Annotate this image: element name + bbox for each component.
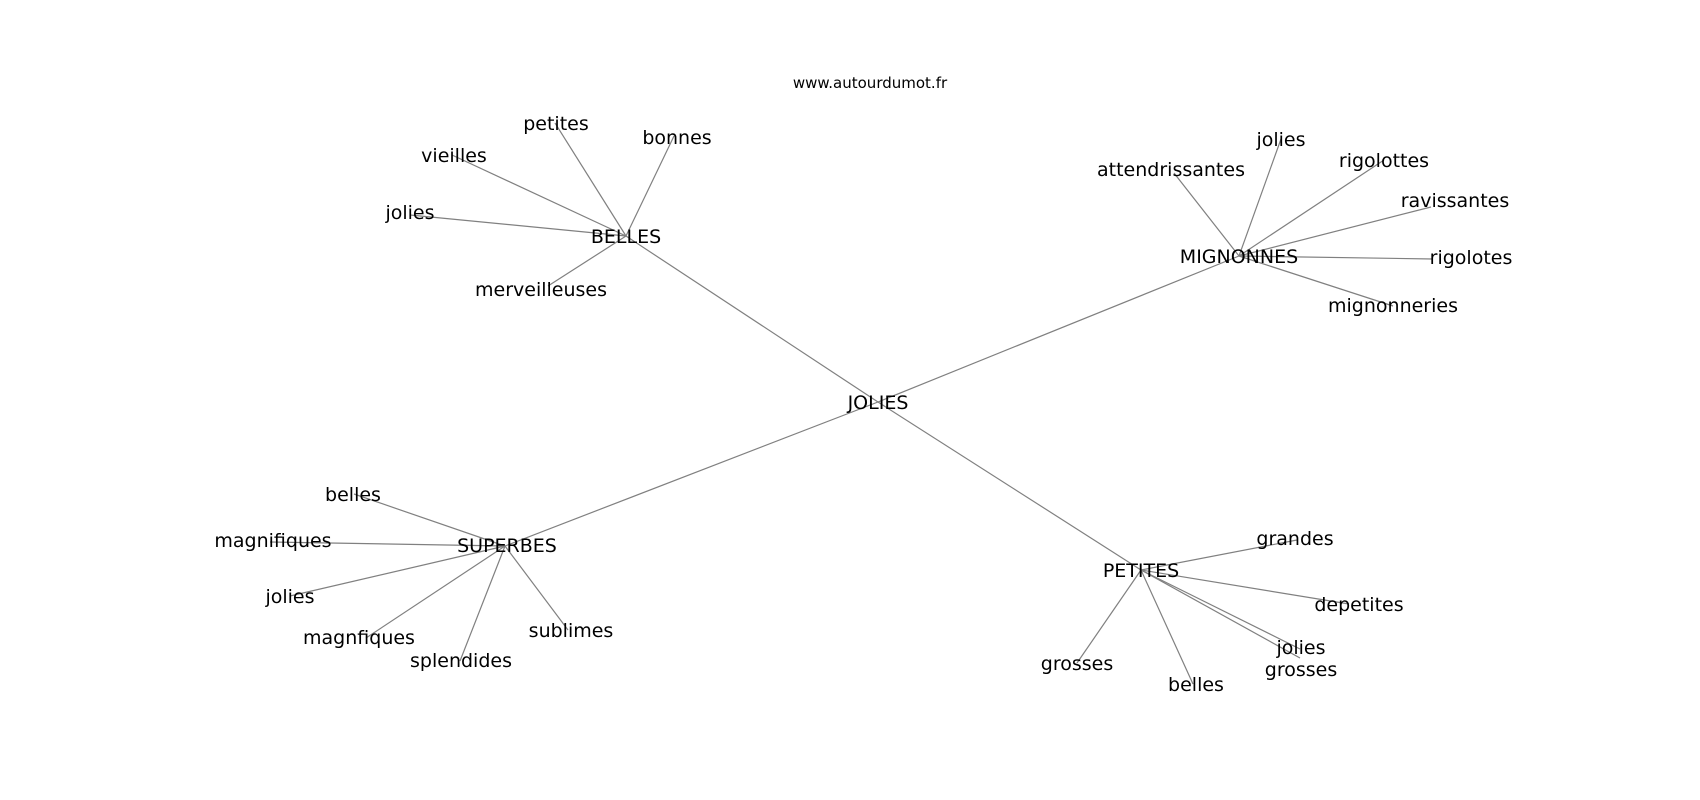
leaf-word-label: rigolotes xyxy=(1430,247,1513,269)
edge-belles_c-3 xyxy=(409,214,627,237)
leaf-word-label: depetites xyxy=(1314,594,1403,616)
edge-center-mignonnes_c xyxy=(877,255,1240,403)
edges-layer xyxy=(269,122,1434,685)
edge-mignonnes_c-0 xyxy=(1173,172,1240,257)
leaf-word-label: bonnes xyxy=(642,127,711,149)
leaf-word-label: belles xyxy=(1168,674,1224,696)
edge-mignonnes_c-5 xyxy=(1238,255,1394,307)
cluster-node-label: PETITES xyxy=(1103,560,1179,582)
leaf-word-label: rigolottes xyxy=(1339,150,1429,172)
edge-petites_c-1 xyxy=(1140,569,1350,605)
leaf-word-label: jolies xyxy=(1255,129,1305,151)
edge-belles_c-4 xyxy=(547,235,627,287)
edge-superbes_c-5 xyxy=(504,545,569,631)
leaf-word-label: grosses xyxy=(1265,659,1337,681)
edge-center-superbes_c xyxy=(504,401,879,547)
edge-petites_c-4 xyxy=(1140,569,1194,685)
edge-center-petites_c xyxy=(877,401,1142,571)
leaf-word-label: ravissantes xyxy=(1401,190,1510,212)
cluster-node-label: BELLES xyxy=(591,226,661,248)
edge-belles_c-2 xyxy=(451,154,627,237)
edge-belles_c-1 xyxy=(625,135,675,237)
edge-petites_c-2 xyxy=(1140,569,1301,650)
leaf-word-label: jolies xyxy=(384,202,434,224)
edge-mignonnes_c-1 xyxy=(1238,138,1282,257)
cluster-node-label: SUPERBES xyxy=(457,535,557,557)
leaf-word-label: jolies xyxy=(264,586,314,608)
leaf-word-label: belles xyxy=(325,484,381,506)
edge-mignonnes_c-3 xyxy=(1238,206,1432,257)
leaf-word-label: sublimes xyxy=(529,620,614,642)
leaf-word-label: mignonneries xyxy=(1328,295,1458,317)
center-node-label: JOLIES xyxy=(847,392,909,414)
cluster-node-label: MIGNONNES xyxy=(1180,246,1298,268)
edge-belles_c-0 xyxy=(554,122,627,237)
edge-superbes_c-0 xyxy=(353,493,506,547)
edge-superbes_c-4 xyxy=(459,545,506,662)
leaf-word-label: grandes xyxy=(1256,528,1333,550)
leaf-word-label: petites xyxy=(523,113,589,135)
edge-mignonnes_c-4 xyxy=(1238,255,1434,260)
edge-petites_c-0 xyxy=(1140,539,1298,571)
edge-mignonnes_c-2 xyxy=(1238,159,1385,257)
labels-layer: JOLIES BELLES petites bonnes vieilles jolies m… xyxy=(214,113,1512,696)
edge-petites_c-5 xyxy=(1076,569,1142,664)
edge-superbes_c-1 xyxy=(269,541,506,547)
leaf-word-label: magnfiques xyxy=(303,627,415,649)
edge-superbes_c-2 xyxy=(289,545,506,597)
leaf-word-label: grosses xyxy=(1041,653,1113,675)
edge-superbes_c-3 xyxy=(365,545,506,639)
edge-center-belles_c xyxy=(625,235,879,403)
leaf-word-label: magnifiques xyxy=(214,530,331,552)
leaf-word-label: vieilles xyxy=(421,145,487,167)
site-watermark: www.autourdumot.fr xyxy=(793,74,948,92)
leaf-word-label: jolies xyxy=(1275,637,1325,659)
leaf-word-label: attendrissantes xyxy=(1097,159,1245,181)
leaf-word-label: splendides xyxy=(410,650,512,672)
leaf-word-label: merveilleuses xyxy=(475,279,607,301)
edge-petites_c-3 xyxy=(1140,569,1301,659)
